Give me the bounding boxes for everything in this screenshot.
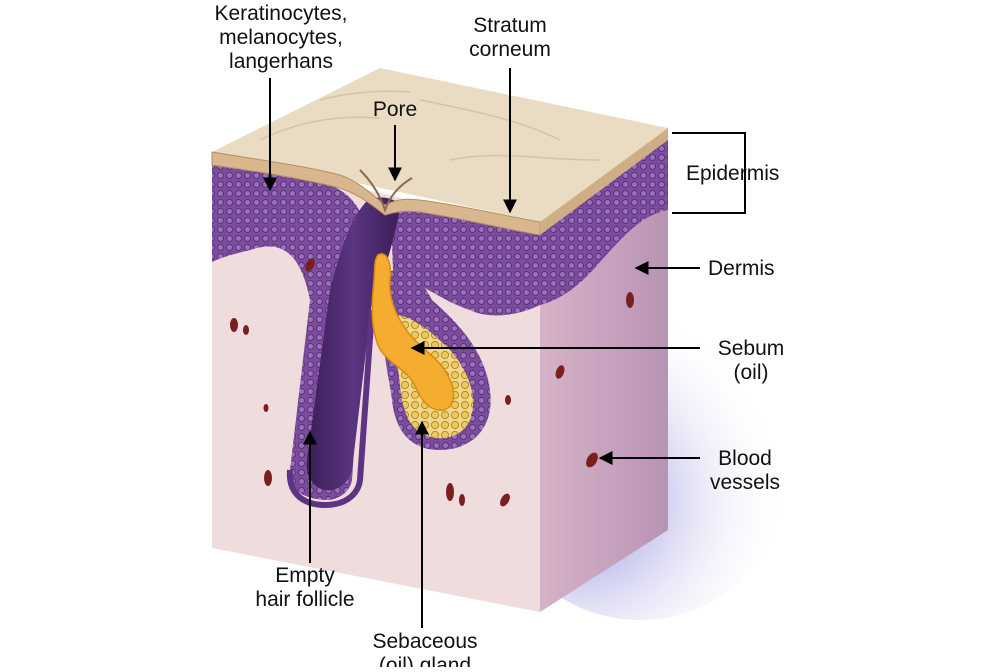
label-keratinocytes: Keratinocytes, melanocytes, langerhans [214, 2, 348, 73]
blood-vessels [230, 258, 634, 507]
label-pore: Pore [372, 98, 418, 121]
stratum-side-edge [540, 128, 668, 235]
epidermis-bracket [672, 132, 746, 214]
sebum-blob [371, 253, 455, 411]
label-epidermis: Epidermis [686, 162, 780, 185]
pore [359, 169, 413, 214]
label-stratum-corneum: Stratum corneum [469, 14, 551, 61]
leader-lines [263, 68, 700, 628]
top-surface-lines [259, 90, 601, 161]
top-face [212, 68, 668, 222]
side-epidermis [540, 138, 668, 305]
label-sebaceous-gland: Sebaceous (oil) gland [372, 630, 478, 667]
follicle-sheath [286, 309, 375, 509]
label-blood-vessels: Blood vessels [709, 447, 781, 494]
label-empty-hair-follicle: Empty hair follicle [255, 564, 355, 611]
label-dermis: Dermis [708, 257, 775, 280]
label-sebum: Sebum (oil) [717, 337, 785, 384]
front-epidermis-right [391, 205, 540, 320]
